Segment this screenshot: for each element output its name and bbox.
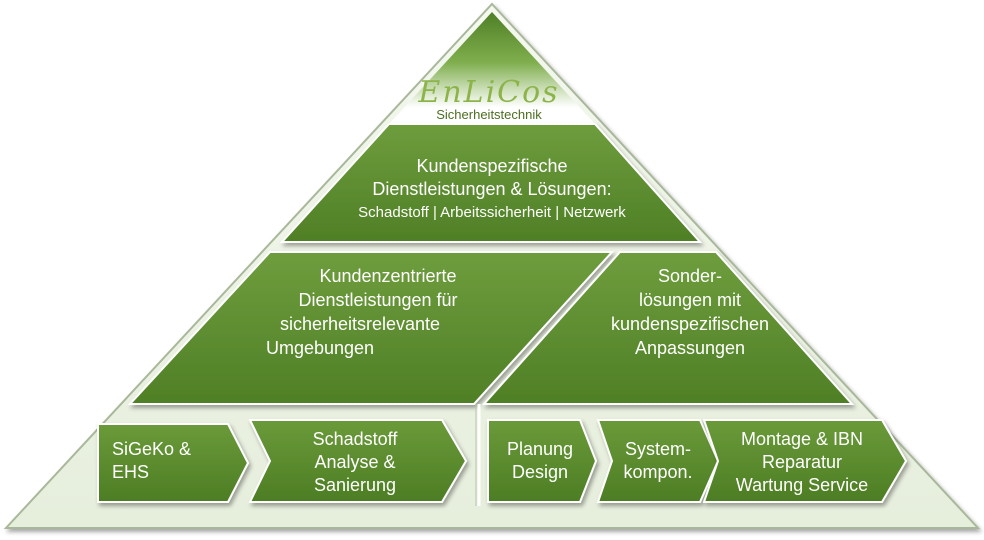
- middle-right-line1: Sonder-: [657, 266, 723, 286]
- middle-left-line1: Kundenzentrierte: [319, 266, 457, 286]
- top-tier-line3: Schadstoff | Arbeitssicherheit | Netzwer…: [358, 203, 626, 221]
- montage-line3: Wartung Service: [735, 474, 869, 495]
- chevron-system-label: System- kompon.: [606, 438, 710, 484]
- middle-right-label: Sonder- lösungen mit kundenspezifischen …: [570, 265, 810, 361]
- planung-line2: Design: [511, 461, 569, 482]
- system-line1: System-: [624, 439, 691, 459]
- middle-left-shape: [127, 251, 615, 405]
- middle-right-line4: Anpassungen: [634, 337, 746, 358]
- chevron-system: [596, 419, 720, 503]
- schadstoff-line1: Schadstoff: [312, 429, 398, 449]
- middle-right-shape: [481, 251, 855, 405]
- chevron-schadstoff-label: Schadstoff Analyse & Sanierung: [270, 428, 440, 497]
- pyramid-apex: [389, 12, 595, 124]
- schadstoff-line3: Sanierung: [313, 474, 397, 495]
- middle-left-line2: Dienstleistungen für: [298, 289, 458, 310]
- schadstoff-line2: Analyse &: [314, 451, 396, 472]
- sigeko-line1: SiGeKo &: [112, 439, 192, 459]
- top-tier-line2: Dienstleistungen & Lösungen:: [372, 178, 612, 199]
- system-line2: kompon.: [623, 461, 693, 482]
- top-tier-shape: [279, 123, 703, 243]
- chevron-sigeko: [97, 423, 250, 503]
- middle-right-line3: kundenspezifischen: [610, 313, 770, 334]
- top-tier-line1: Kundenspezifische: [416, 156, 568, 176]
- enlicos-logo: EnLiCos Sicherheitstechnik: [404, 78, 574, 122]
- sigeko-line2: EHS: [112, 461, 150, 482]
- middle-left-line3: sicherheitsrelevante: [279, 313, 441, 334]
- chevron-sigeko-label: SiGeKo & EHS: [112, 438, 232, 484]
- middle-right-line2: lösungen mit: [638, 289, 742, 310]
- middle-left-line4: Umgebungen: [265, 337, 375, 358]
- chevron-planung-label: Planung Design: [492, 438, 588, 484]
- chevron-planung: [487, 419, 598, 503]
- chevron-montage: [702, 419, 908, 503]
- chevron-montage-label: Montage & IBN Reparatur Wartung Service: [712, 428, 892, 497]
- logo-subtitle: Sicherheitstechnik: [436, 107, 542, 122]
- logo-wordmark: EnLiCos: [418, 75, 560, 110]
- middle-left-label: Kundenzentrierte Dienstleistungen für si…: [200, 265, 520, 361]
- top-tier-label: Kundenspezifische Dienstleistungen & Lös…: [300, 155, 684, 222]
- chevron-schadstoff: [248, 419, 468, 503]
- montage-line1: Montage & IBN: [740, 429, 864, 449]
- planung-line1: Planung: [506, 439, 574, 459]
- montage-line2: Reparatur: [761, 451, 843, 472]
